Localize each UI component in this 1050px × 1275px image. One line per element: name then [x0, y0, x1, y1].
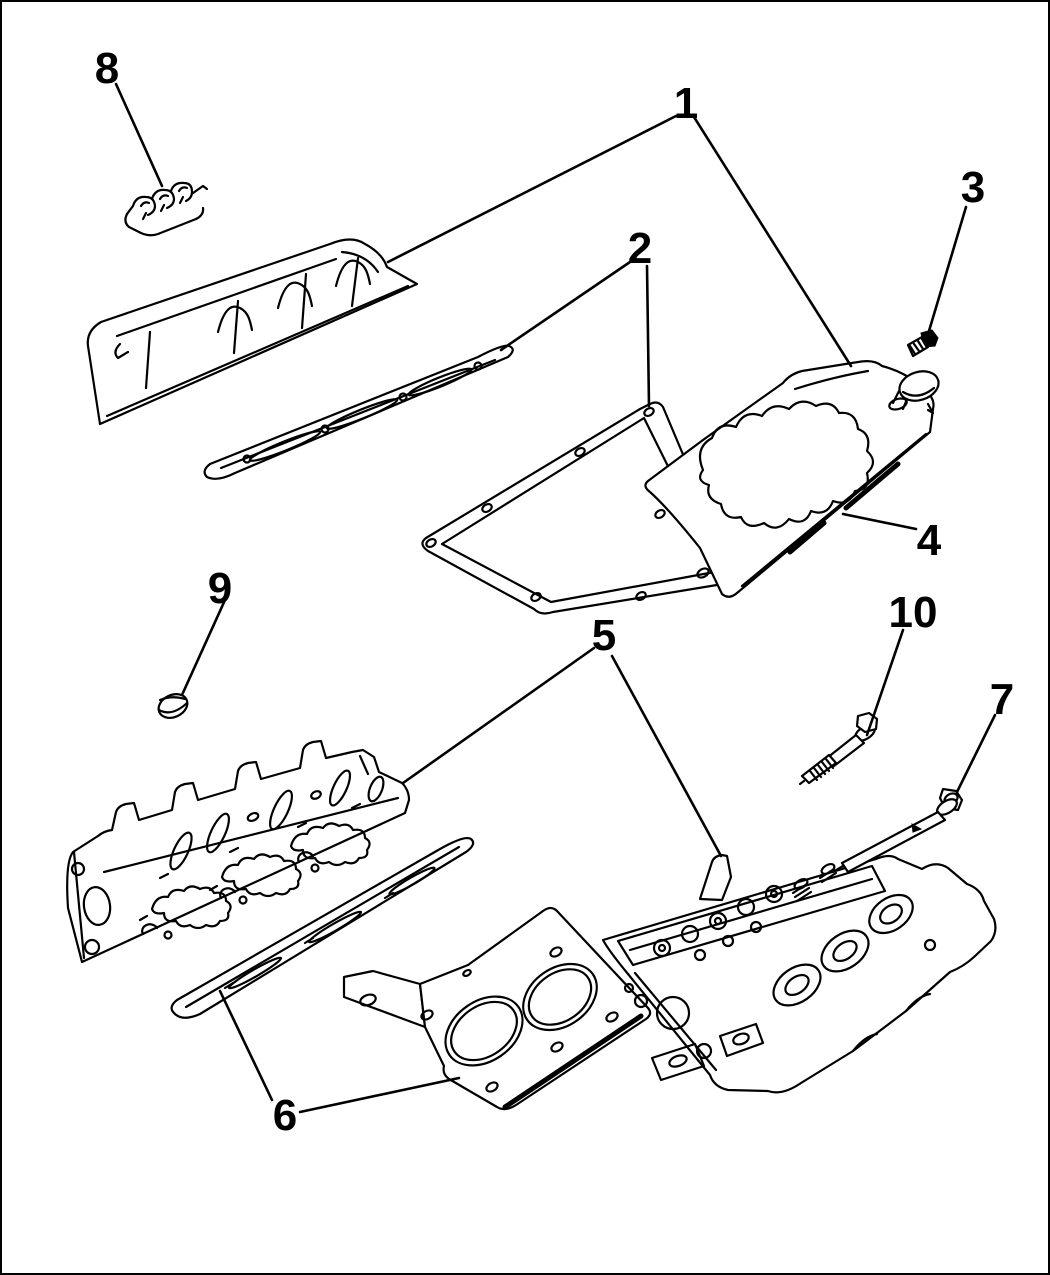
callout-5[interactable]: 5	[592, 611, 616, 660]
stud-bolt-drawing	[798, 711, 879, 786]
valve-cover-gasket-right-drawing	[421, 401, 736, 615]
callout-3[interactable]: 3	[961, 163, 985, 212]
head-bolt-drawing	[831, 787, 964, 874]
leader-line-3	[927, 205, 968, 333]
leader-line-7	[955, 713, 997, 794]
callout-9[interactable]: 9	[208, 564, 232, 613]
leader-line-9	[180, 598, 227, 697]
head-gasket-edge-drawing	[170, 837, 475, 1019]
leader-line-2-2	[645, 264, 651, 408]
leader-line-8	[114, 82, 164, 188]
cylinder-head-left-drawing	[66, 739, 411, 964]
leader-line-5-2	[610, 654, 723, 858]
leader-line-1-1	[386, 114, 678, 264]
leader-line-6-1	[218, 989, 274, 1102]
leader-line-5-1	[401, 646, 596, 785]
valve-cover-left-drawing	[86, 238, 419, 426]
callout-6[interactable]: 6	[273, 1091, 297, 1140]
callout-10[interactable]: 10	[889, 588, 938, 637]
callout-1[interactable]: 1	[674, 79, 698, 128]
leader-line-10	[865, 628, 905, 737]
callout-7[interactable]: 7	[990, 675, 1014, 724]
leader-line-2-1	[499, 260, 632, 352]
retainer-clip-drawing	[124, 181, 209, 237]
leader-line-1-2	[692, 115, 853, 368]
oil-filler-cap-drawing	[888, 370, 940, 415]
callout-2[interactable]: 2	[628, 224, 652, 273]
callout-8[interactable]: 8	[95, 44, 119, 93]
valve-cover-right-drawing	[644, 360, 940, 598]
screw-drawing	[906, 329, 939, 358]
callout-4[interactable]: 4	[917, 516, 942, 565]
leader-line-4	[841, 512, 918, 531]
cylinder-head-right-drawing	[601, 853, 997, 1094]
leader-line-6-2	[298, 1076, 461, 1114]
head-gasket-drawing	[342, 906, 652, 1111]
cup-plug-drawing	[157, 693, 189, 719]
callout-layer: 1 2 3 4 5 6 7 8 9 10	[95, 44, 1014, 1140]
